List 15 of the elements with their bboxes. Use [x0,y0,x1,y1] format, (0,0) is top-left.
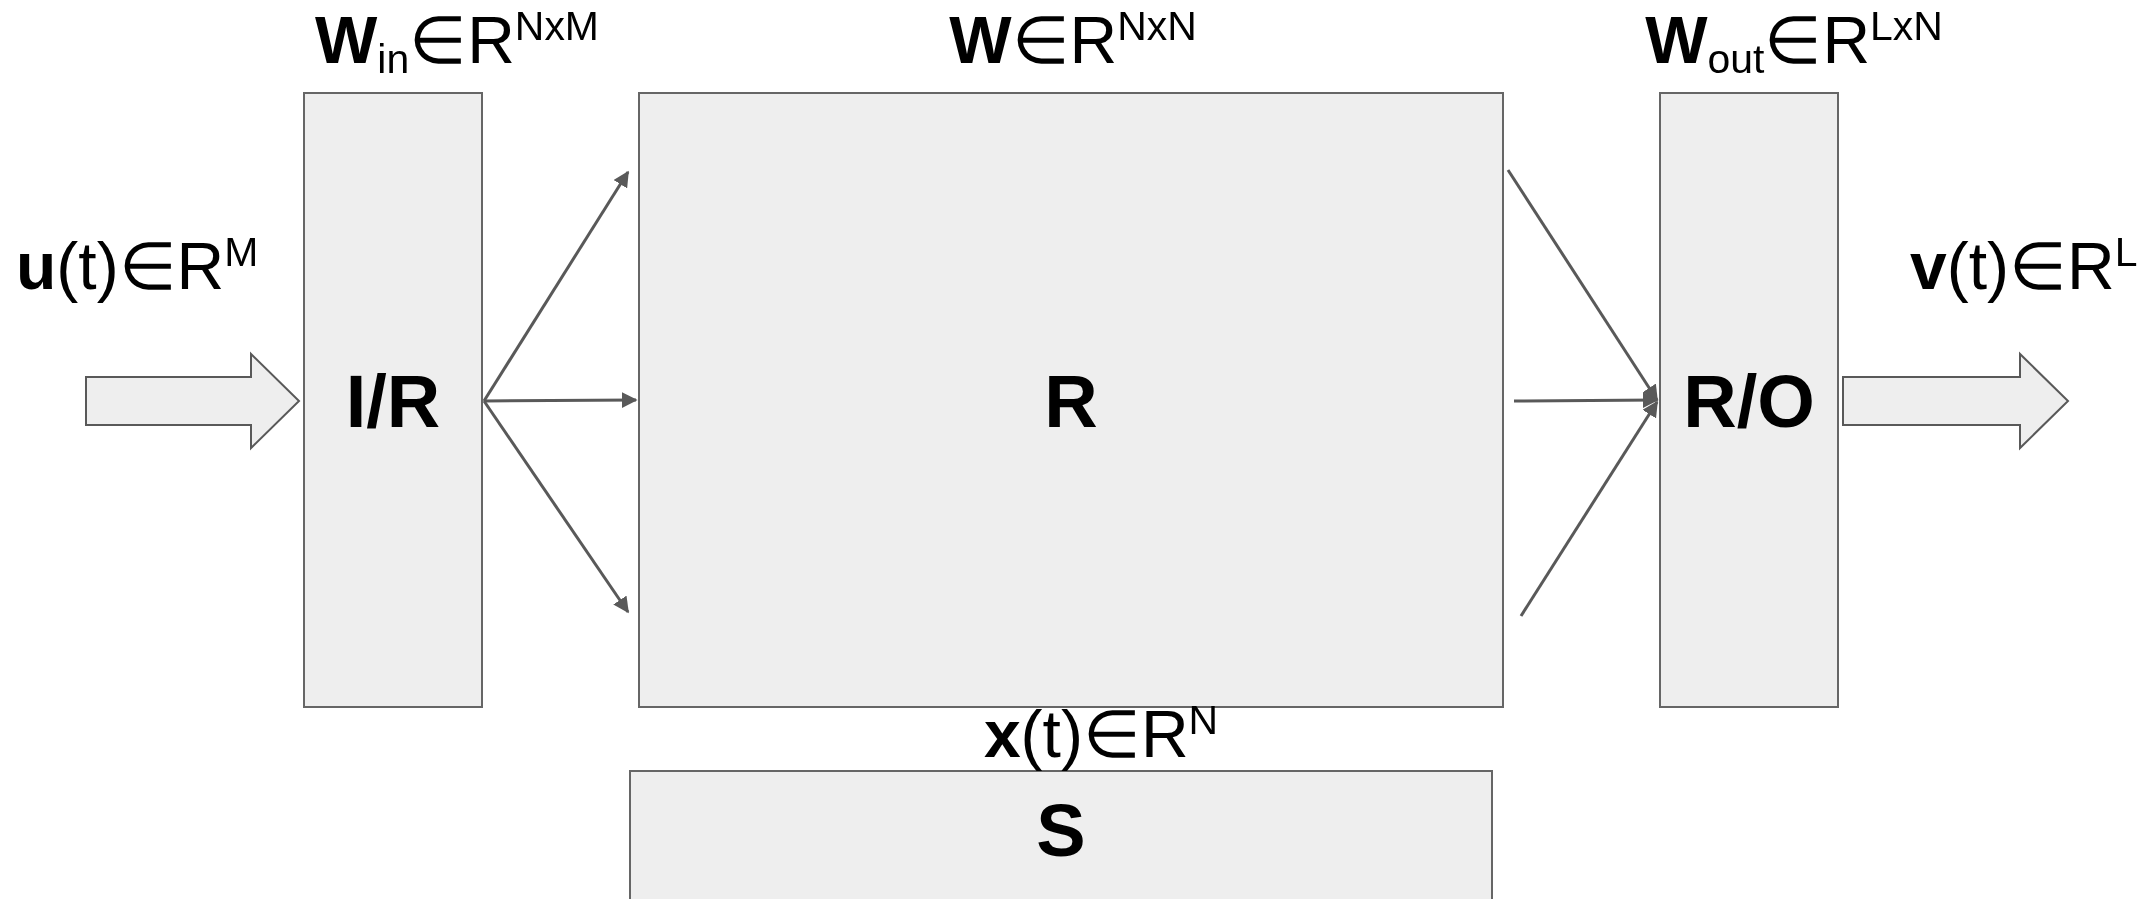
block-arrow [85,351,301,451]
box-label: R/O [1682,365,1816,439]
box-label: R [1043,365,1099,439]
matrix-label: W∈R$^{NxN}$ [949,6,1197,73]
arrow [1519,400,1659,617]
matrix-label: W$_{out}$∈R$^{LxN}$ [1645,6,1943,80]
arrow [482,400,630,614]
matrix-label: W$_{in}$∈R$^{NxM}$ [315,6,599,80]
block-arrow [1842,351,2070,451]
arrow [484,392,638,409]
arrow [482,170,630,402]
arrow [1506,169,1659,402]
arrow [1514,392,1659,409]
box-label: I/R [344,365,442,439]
box-label: S [1035,793,1087,868]
